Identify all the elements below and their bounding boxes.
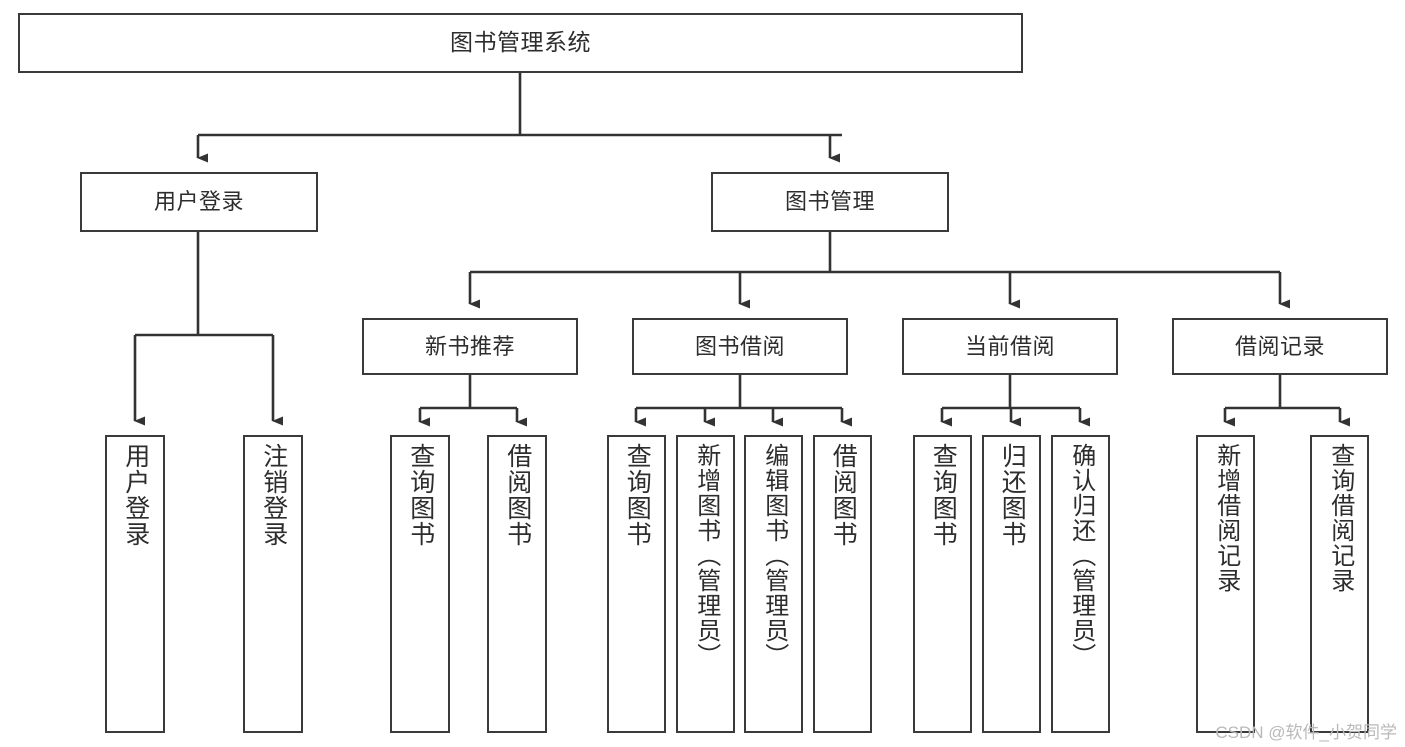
node-leaf-query-record[interactable]: 查询借阅记录: [1310, 435, 1369, 733]
node-root-label: 图书管理系统: [450, 29, 591, 56]
node-leaf-user-login-label: 用户登录: [121, 443, 150, 547]
node-leaf-add-record[interactable]: 新增借阅记录: [1196, 435, 1255, 733]
node-new-book-recommend-label: 新书推荐: [424, 333, 515, 359]
node-leaf-confirm-return[interactable]: 确认归还（管理员）: [1051, 435, 1110, 733]
node-leaf-confirm-return-label: 确认归还（管理员）: [1067, 443, 1095, 668]
node-leaf-query-book-2[interactable]: 查询图书: [607, 435, 666, 733]
node-borrow-record[interactable]: 借阅记录: [1172, 318, 1388, 375]
node-leaf-logout-login-label: 注销登录: [259, 443, 288, 547]
node-leaf-borrow-book-1[interactable]: 借阅图书: [487, 435, 547, 733]
node-book-borrow[interactable]: 图书借阅: [632, 318, 848, 375]
node-leaf-return-book-label: 归还图书: [998, 443, 1027, 547]
node-leaf-query-book-3[interactable]: 查询图书: [913, 435, 972, 733]
node-current-borrow-label: 当前借阅: [964, 333, 1055, 359]
node-leaf-logout-login[interactable]: 注销登录: [243, 435, 303, 733]
node-book-management[interactable]: 图书管理: [711, 172, 949, 232]
node-leaf-query-record-label: 查询借阅记录: [1326, 443, 1354, 593]
node-new-book-recommend[interactable]: 新书推荐: [362, 318, 578, 375]
node-leaf-query-book-2-label: 查询图书: [623, 443, 652, 547]
node-leaf-query-book-1[interactable]: 查询图书: [390, 435, 450, 733]
node-leaf-edit-book[interactable]: 编辑图书（管理员）: [744, 435, 803, 733]
node-leaf-add-book[interactable]: 新增图书（管理员）: [676, 435, 735, 733]
node-borrow-record-label: 借阅记录: [1234, 333, 1325, 359]
node-leaf-return-book[interactable]: 归还图书: [982, 435, 1041, 733]
node-leaf-add-book-label: 新增图书（管理员）: [692, 443, 720, 668]
node-leaf-edit-book-label: 编辑图书（管理员）: [760, 443, 788, 668]
node-current-borrow[interactable]: 当前借阅: [902, 318, 1118, 375]
node-user-login[interactable]: 用户登录: [80, 172, 318, 232]
node-user-login-label: 用户登录: [153, 189, 244, 215]
node-leaf-query-book-3-label: 查询图书: [929, 443, 958, 547]
node-leaf-borrow-book-2-label: 借阅图书: [829, 443, 858, 547]
node-leaf-borrow-book-2[interactable]: 借阅图书: [813, 435, 872, 733]
node-leaf-user-login[interactable]: 用户登录: [105, 435, 165, 733]
watermark-text: CSDN @软件_小贺同学: [1215, 723, 1397, 742]
node-leaf-borrow-book-1-label: 借阅图书: [503, 443, 532, 547]
node-leaf-add-record-label: 新增借阅记录: [1212, 443, 1240, 593]
node-leaf-query-book-1-label: 查询图书: [406, 443, 435, 547]
node-root[interactable]: 图书管理系统: [18, 13, 1023, 73]
node-book-borrow-label: 图书借阅: [694, 333, 785, 359]
node-book-management-label: 图书管理: [784, 189, 875, 215]
